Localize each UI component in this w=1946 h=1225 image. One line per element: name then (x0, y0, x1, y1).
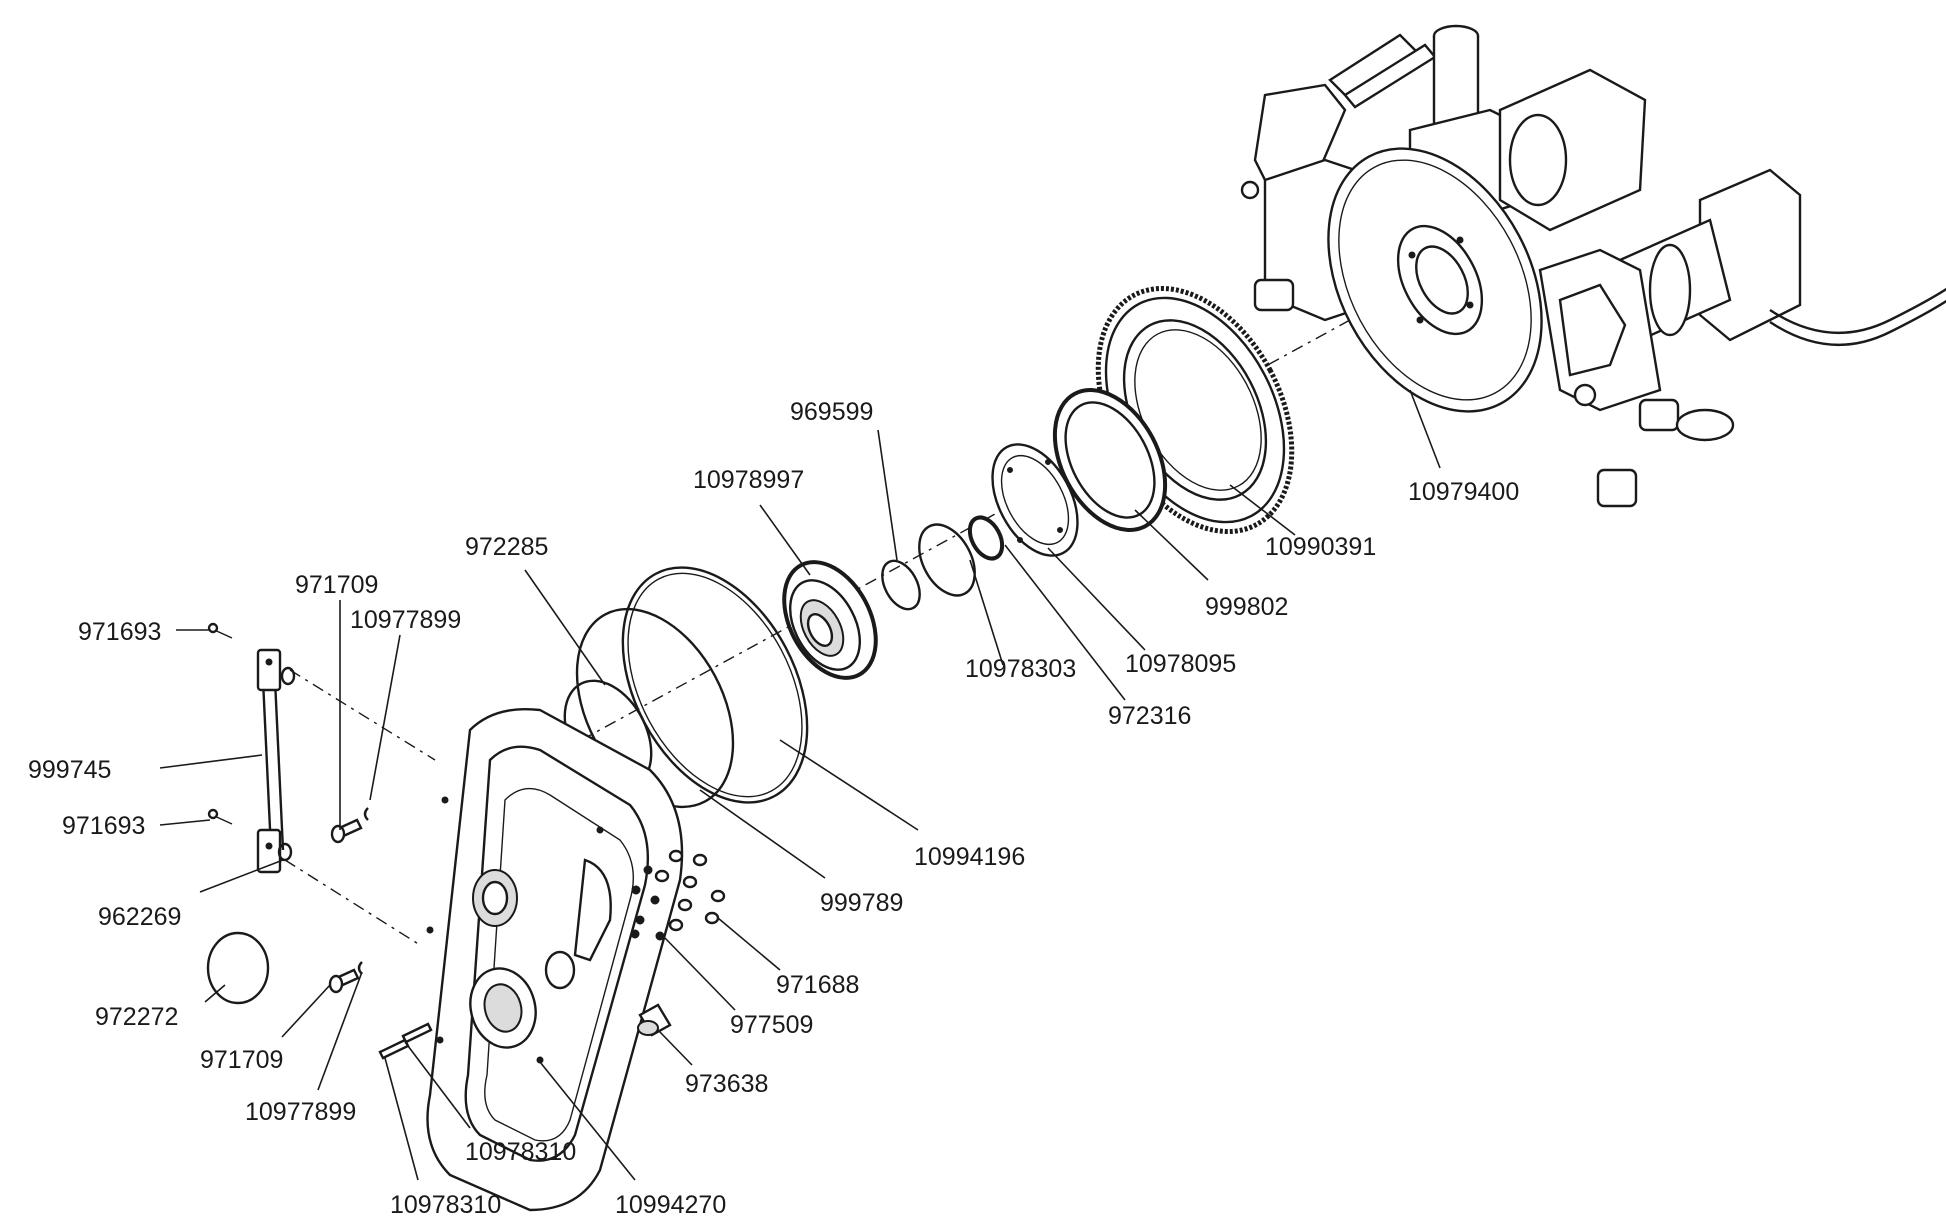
label-971693-bottom: 971693 (62, 812, 145, 840)
ring-969599 (881, 559, 921, 611)
label-10977899-top: 10977899 (350, 606, 461, 634)
label-10978303: 10978303 (965, 655, 1076, 683)
label-10978095: 10978095 (1125, 650, 1236, 678)
label-971709-bottom: 971709 (200, 1046, 283, 1074)
hardware-small-parts (206, 622, 726, 1060)
plate-10978095 (991, 443, 1079, 557)
label-972316: 972316 (1108, 702, 1191, 730)
label-999802: 999802 (1205, 593, 1288, 621)
label-977509: 977509 (730, 1011, 813, 1039)
part-number-labels: 969599 10978997 972285 971709 10977899 9… (28, 398, 1519, 1219)
label-972285: 972285 (465, 533, 548, 561)
strap-999745 (256, 648, 285, 874)
leader-lines (159, 389, 1441, 1181)
main-housing-10979400 (1240, 24, 1946, 508)
gear-housing-10994270 (426, 708, 684, 1212)
screws-971688 (654, 849, 726, 932)
label-962269: 962269 (98, 903, 181, 931)
bearing-10978997 (782, 560, 878, 680)
label-10994270: 10994270 (615, 1191, 726, 1219)
label-999789: 999789 (820, 889, 903, 917)
label-999745: 999745 (28, 756, 111, 784)
label-10994196: 10994196 (914, 843, 1025, 871)
label-971709-top: 971709 (295, 571, 378, 599)
ring-oring-mid (918, 523, 976, 597)
label-972272: 972272 (95, 1003, 178, 1031)
label-10977899-bottom: 10977899 (245, 1098, 356, 1126)
ring-10978303 (967, 515, 1005, 561)
label-10979400: 10979400 (1408, 478, 1519, 506)
label-10978997: 10978997 (693, 466, 804, 494)
washers-977509 (630, 865, 665, 941)
label-969599: 969599 (790, 398, 873, 426)
plug-973638 (637, 1003, 672, 1037)
label-973638: 973638 (685, 1070, 768, 1098)
label-10978310-left: 10978310 (390, 1191, 501, 1219)
label-971693-top: 971693 (78, 618, 161, 646)
label-971688: 971688 (776, 971, 859, 999)
label-10978310-right: 10978310 (465, 1138, 576, 1166)
label-10990391: 10990391 (1265, 533, 1376, 561)
